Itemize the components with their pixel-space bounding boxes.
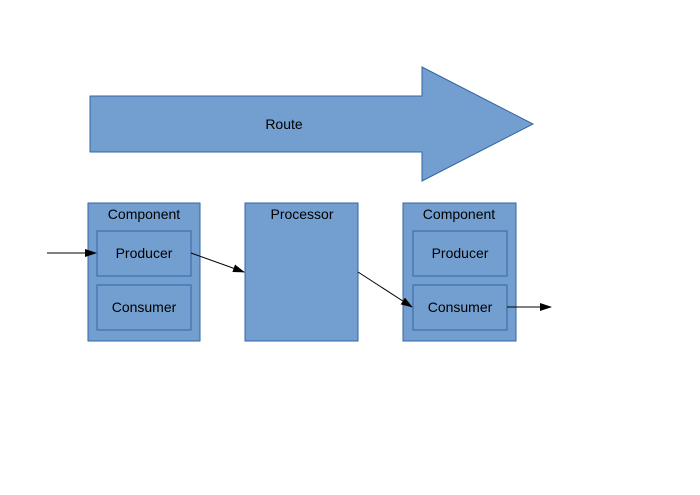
component-left-title: Component	[108, 206, 180, 222]
arrow-producer-to-processor	[190, 252, 245, 273]
route-label: Route	[265, 116, 303, 132]
route-arrow: Route	[89, 66, 535, 182]
component-left: Component Producer Consumer	[87, 202, 201, 342]
component-right-producer-box	[412, 230, 508, 277]
arrow-processor-to-consumer	[357, 271, 413, 308]
processor-box	[244, 202, 359, 342]
component-right-consumer-label: Consumer	[428, 299, 493, 315]
processor: Processor	[244, 202, 359, 342]
component-right-consumer-box	[412, 284, 508, 331]
component-left-consumer-label: Consumer	[112, 299, 177, 315]
processor-title: Processor	[270, 206, 333, 222]
component-left-producer-box	[96, 230, 192, 277]
component-right: Component Producer Consumer	[402, 202, 517, 342]
component-right-producer-label: Producer	[432, 245, 489, 261]
route-arrow-shape	[89, 66, 535, 182]
component-right-title: Component	[423, 206, 495, 222]
component-left-producer-label: Producer	[116, 245, 173, 261]
component-left-consumer-box	[96, 284, 192, 331]
